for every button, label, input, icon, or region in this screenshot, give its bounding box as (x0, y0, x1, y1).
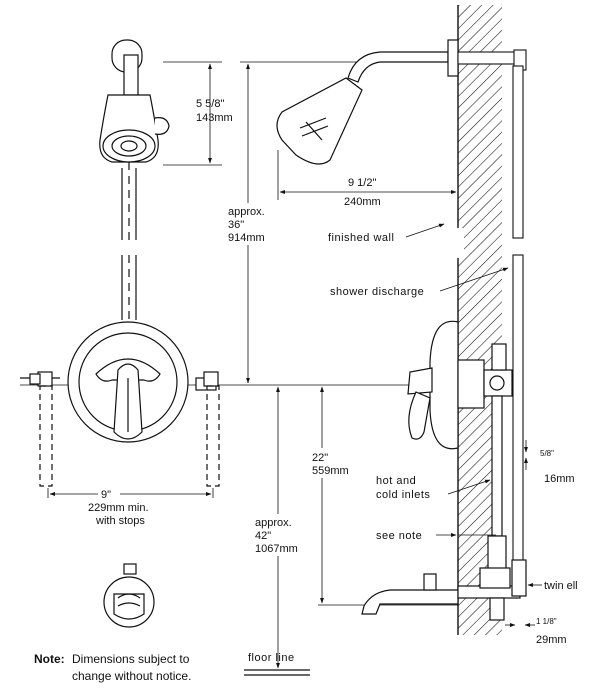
label-shower-discharge: shower discharge (330, 286, 424, 298)
callout-see-note: see note (376, 530, 496, 542)
dim-inlet-spacing: 9" 229mm min. with stops (47, 488, 214, 527)
dim-inlet-qualifier: with stops (95, 515, 145, 527)
dim-spout-depth: 1 1/8" 29mm (505, 617, 567, 646)
showerhead-side-view (276, 39, 459, 165)
note-line-2: change without notice. (72, 669, 191, 683)
callout-finished-wall: finished wall (328, 223, 445, 244)
dim-36-prefix: approx. (228, 206, 265, 218)
dim-arm-reach: 9 1/2" 240mm (277, 150, 457, 208)
dim-42-prefix: approx. (255, 517, 292, 529)
dim-22-imperial: 22" (312, 452, 328, 464)
dim-wall-depth-metric: 16mm (544, 473, 575, 485)
discharge-pipe (457, 49, 527, 586)
label-hot-and: hot and (376, 475, 416, 487)
dim-wall-depth-imperial: 5/8" (540, 449, 554, 458)
dim-arm-imperial: 9 1/2" (348, 177, 376, 189)
label-cold-inlets: cold inlets (376, 489, 430, 501)
note-block: Note: Dimensions subject to change witho… (34, 652, 191, 683)
dim-valve-to-spout: 22" 559mm (305, 386, 458, 606)
dim-22-metric: 559mm (312, 465, 349, 477)
spout-front-view (103, 563, 155, 628)
dim-showerhead-height: 5 5/8" 143mm (163, 61, 233, 166)
dim-inlet-metric: 229mm min. (88, 502, 149, 514)
valve-front-view (20, 255, 220, 487)
callout-hot-cold-inlets: hot and cold inlets (376, 475, 491, 501)
callout-twin-ell: twin ell (527, 580, 578, 592)
dim-valve-to-head: approx. 36" 914mm (224, 61, 458, 384)
dim-showerhead-metric: 143mm (196, 112, 233, 124)
dim-inlet-imperial: 9" (101, 489, 111, 501)
dim-arm-metric: 240mm (344, 196, 381, 208)
dim-36-imperial: 36" (228, 219, 244, 231)
dim-showerhead-imperial: 5 5/8" (196, 98, 224, 110)
dim-wall-depth: 5/8" 16mm (524, 440, 575, 485)
label-finished-wall: finished wall (328, 232, 394, 244)
callout-shower-discharge: shower discharge (330, 267, 509, 298)
dim-valve-to-floor: approx. 42" 1067mm (250, 386, 308, 669)
dim-42-metric: 1067mm (255, 543, 298, 555)
label-twin-ell: twin ell (544, 580, 578, 592)
valve-side-view (407, 320, 513, 583)
dim-spout-depth-imperial: 1 1/8" (536, 617, 557, 626)
label-see-note: see note (376, 530, 422, 542)
dim-42-imperial: 42" (255, 530, 271, 542)
tub-spout-side-view (361, 559, 527, 621)
showerhead-front-view (99, 39, 170, 240)
note-label: Note: (34, 652, 65, 666)
note-line-1: Dimensions subject to (72, 652, 190, 666)
dim-36-metric: 914mm (228, 232, 265, 244)
callout-floor-line: floor line (244, 652, 310, 676)
label-floor-line: floor line (248, 652, 295, 664)
dim-spout-depth-metric: 29mm (536, 634, 567, 646)
